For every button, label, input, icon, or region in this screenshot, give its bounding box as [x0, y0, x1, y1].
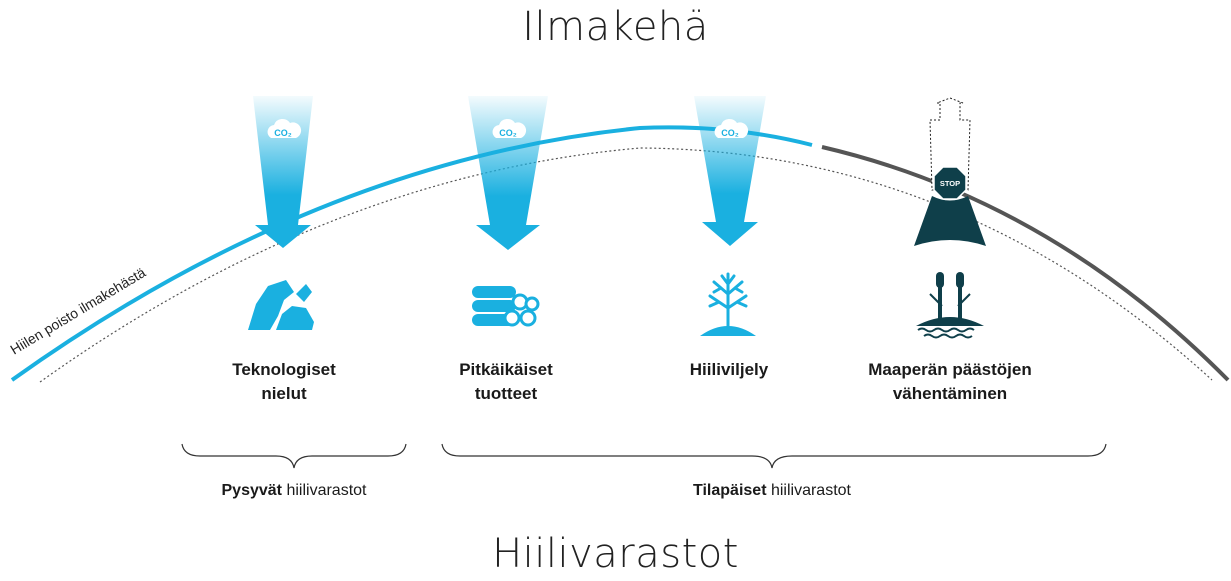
emission-stop-arrow: STOP [914, 97, 986, 246]
co2-arrow-2: CO₂ [468, 96, 548, 250]
category-soil-emission-reduction: Maaperän päästöjen vähentäminen [840, 358, 1060, 406]
category-carbon-farming: Hiiliviljely [629, 358, 829, 382]
dotted-arc [39, 147, 1213, 383]
co2-arrow-3: CO₂ [694, 96, 766, 246]
cloud-icon [492, 118, 527, 138]
logs-icon [472, 286, 540, 327]
wetland-icon [916, 272, 984, 339]
category-label-line2: tuotteet [474, 384, 538, 403]
stop-sign-icon [933, 166, 967, 200]
category-technological-sinks: Teknologiset nielut [184, 358, 384, 406]
group-label-rest: hiilivarastot [282, 482, 367, 499]
co2-label: CO₂ [499, 128, 517, 138]
group-permanent: Pysyvät hiilivarastot [144, 482, 444, 500]
group-label-bold: Tilapäiset [693, 482, 767, 499]
category-label-line1: Maaperän päästöjen [868, 360, 1032, 379]
permanent-brace [181, 443, 407, 469]
category-label-line1: Hiiliviljely [689, 360, 769, 379]
arc-label-text: Hiilen poisto ilmakehästä [7, 264, 148, 358]
category-label-line2: nielut [261, 384, 307, 403]
rocks-icon [248, 280, 314, 330]
co2-arrow-1: CO₂ [253, 96, 313, 248]
group-temporary: Tilapäiset hiilivarastot [622, 482, 922, 500]
category-label-line2: vähentäminen [892, 384, 1008, 403]
stop-label: STOP [940, 179, 960, 188]
cloud-icon [714, 118, 749, 138]
category-label-line1: Teknologiset [232, 360, 336, 379]
temporary-brace [441, 443, 1107, 469]
plant-icon [700, 272, 756, 336]
co2-label: CO₂ [721, 128, 739, 138]
co2-label: CO₂ [274, 128, 292, 138]
carbon-storage-title: Hiilivarastot [492, 531, 739, 577]
carbon-removal-arc [10, 125, 813, 382]
group-label-rest: hiilivarastot [766, 482, 851, 499]
category-long-lived-products: Pitkäikäiset tuotteet [406, 358, 606, 406]
emission-arc [821, 145, 1230, 382]
cloud-icon [267, 118, 302, 138]
group-label-bold: Pysyvät [221, 482, 283, 499]
category-label-line1: Pitkäikäiset [459, 360, 553, 379]
atmosphere-title: Ilmakehä [522, 4, 709, 50]
